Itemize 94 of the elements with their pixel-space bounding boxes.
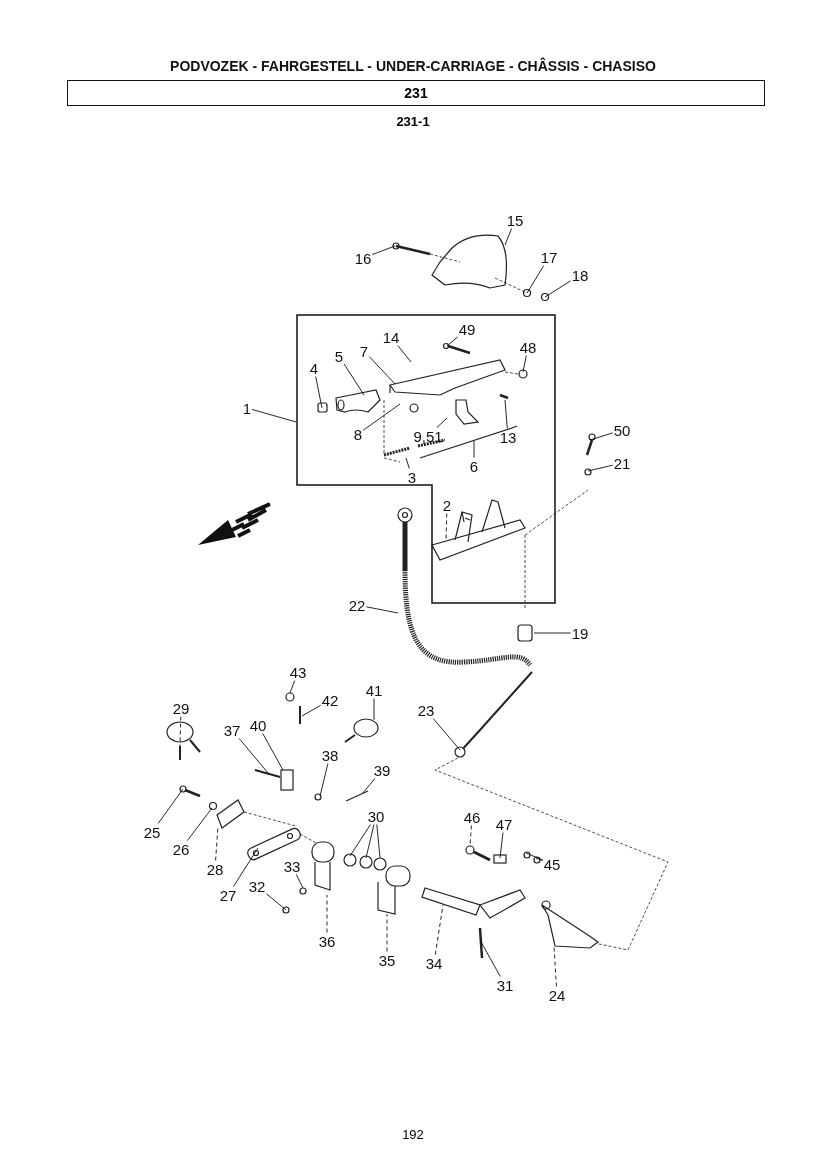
callout-number: 29 — [172, 700, 190, 716]
leader-line — [553, 945, 557, 987]
callout-number: 1 — [242, 400, 252, 416]
callout-number: 48 — [519, 339, 537, 355]
callout-number: 2 — [442, 497, 452, 513]
callout-number: 36 — [318, 933, 336, 949]
leader-line — [365, 606, 399, 614]
leader-line — [315, 376, 323, 409]
callout-number: 28 — [206, 861, 224, 877]
leader-line — [301, 704, 322, 717]
callout-number: 22 — [348, 597, 366, 613]
callout-number: 17 — [540, 249, 558, 265]
leader-line — [432, 718, 461, 751]
callout-number: 43 — [289, 664, 307, 680]
callout-number: 32 — [248, 878, 266, 894]
callout-number: 30 — [367, 808, 385, 824]
leader-line — [446, 336, 459, 347]
leader-line — [187, 807, 213, 841]
leader-line — [349, 824, 371, 857]
leader-line — [499, 832, 504, 859]
callout-number: 9,51 — [413, 428, 443, 444]
callout-number: 26 — [172, 841, 190, 857]
callout-number: 6 — [469, 458, 479, 474]
figure-number: 231-1 — [396, 114, 430, 129]
callout-number: 19 — [571, 625, 589, 641]
callout-number: 45 — [543, 856, 561, 872]
leader-line — [295, 874, 304, 889]
leader-line — [365, 824, 375, 859]
page-number: 192 — [402, 1127, 424, 1142]
leader-line — [265, 893, 287, 911]
leader-line — [533, 632, 572, 634]
leader-line — [589, 432, 614, 441]
callout-number: 3 — [407, 469, 417, 485]
callout-number: 5 — [334, 348, 344, 364]
callout-number: 15 — [506, 212, 524, 228]
callout-number: 21 — [613, 455, 631, 471]
leader-line — [504, 228, 513, 246]
callout-number: 24 — [548, 987, 566, 1003]
leader-line — [473, 440, 475, 458]
leader-line — [361, 778, 376, 795]
leader-line — [479, 939, 501, 977]
leader-line — [434, 904, 444, 955]
leader-line — [371, 245, 396, 255]
callout-number: 50 — [613, 422, 631, 438]
leader-line — [526, 265, 545, 294]
leader-line — [436, 417, 448, 428]
leader-line — [386, 913, 388, 952]
callout-number: 7 — [359, 343, 369, 359]
callout-number: 46 — [463, 809, 481, 825]
callout-number: 18 — [571, 267, 589, 283]
leader-line — [251, 409, 297, 423]
callout-number: 42 — [321, 692, 339, 708]
page-title: PODVOZEK - FAHRGESTELL - UNDER-CARRIAGE - CHÂSSIS - CHASISO — [170, 58, 656, 74]
callout-number: 31 — [496, 977, 514, 993]
leader-line — [522, 355, 527, 373]
callout-number: 37 — [223, 722, 241, 738]
leader-line — [289, 680, 296, 694]
leader-line — [157, 788, 184, 824]
leader-line — [319, 763, 329, 797]
leader-line — [238, 738, 269, 774]
leader-line — [535, 857, 544, 861]
callout-number: 4 — [309, 360, 319, 376]
leader-line — [233, 847, 259, 887]
callout-number: 40 — [249, 717, 267, 733]
callout-number: 47 — [495, 816, 513, 832]
callout-number: 49 — [458, 321, 476, 337]
callout-number: 25 — [143, 824, 161, 840]
leader-line — [362, 403, 401, 431]
leader-line — [525, 852, 544, 861]
callout-number: 13 — [499, 429, 517, 445]
callout-number: 35 — [378, 952, 396, 968]
leader-line — [544, 280, 572, 298]
leader-line — [587, 464, 614, 472]
leader-line — [504, 399, 508, 429]
leader-line — [368, 356, 396, 385]
callout-number: 14 — [382, 329, 400, 345]
callout-number: 41 — [365, 682, 383, 698]
leader-line — [405, 457, 410, 469]
callout-number: 16 — [354, 250, 372, 266]
leader-line — [179, 716, 182, 747]
leader-line — [397, 345, 412, 363]
leader-line — [262, 733, 284, 771]
callout-number: 23 — [417, 702, 435, 718]
callout-number: 27 — [219, 887, 237, 903]
section-number-banner: 231 — [67, 80, 765, 106]
leader-line — [376, 824, 381, 859]
leader-line — [373, 698, 375, 721]
leader-line — [343, 363, 365, 396]
callout-number: 38 — [321, 747, 339, 763]
callout-number: 34 — [425, 955, 443, 971]
callout-number: 8 — [353, 426, 363, 442]
callout-number: 39 — [373, 762, 391, 778]
leader-line — [326, 894, 328, 933]
callout-number: 33 — [283, 858, 301, 874]
